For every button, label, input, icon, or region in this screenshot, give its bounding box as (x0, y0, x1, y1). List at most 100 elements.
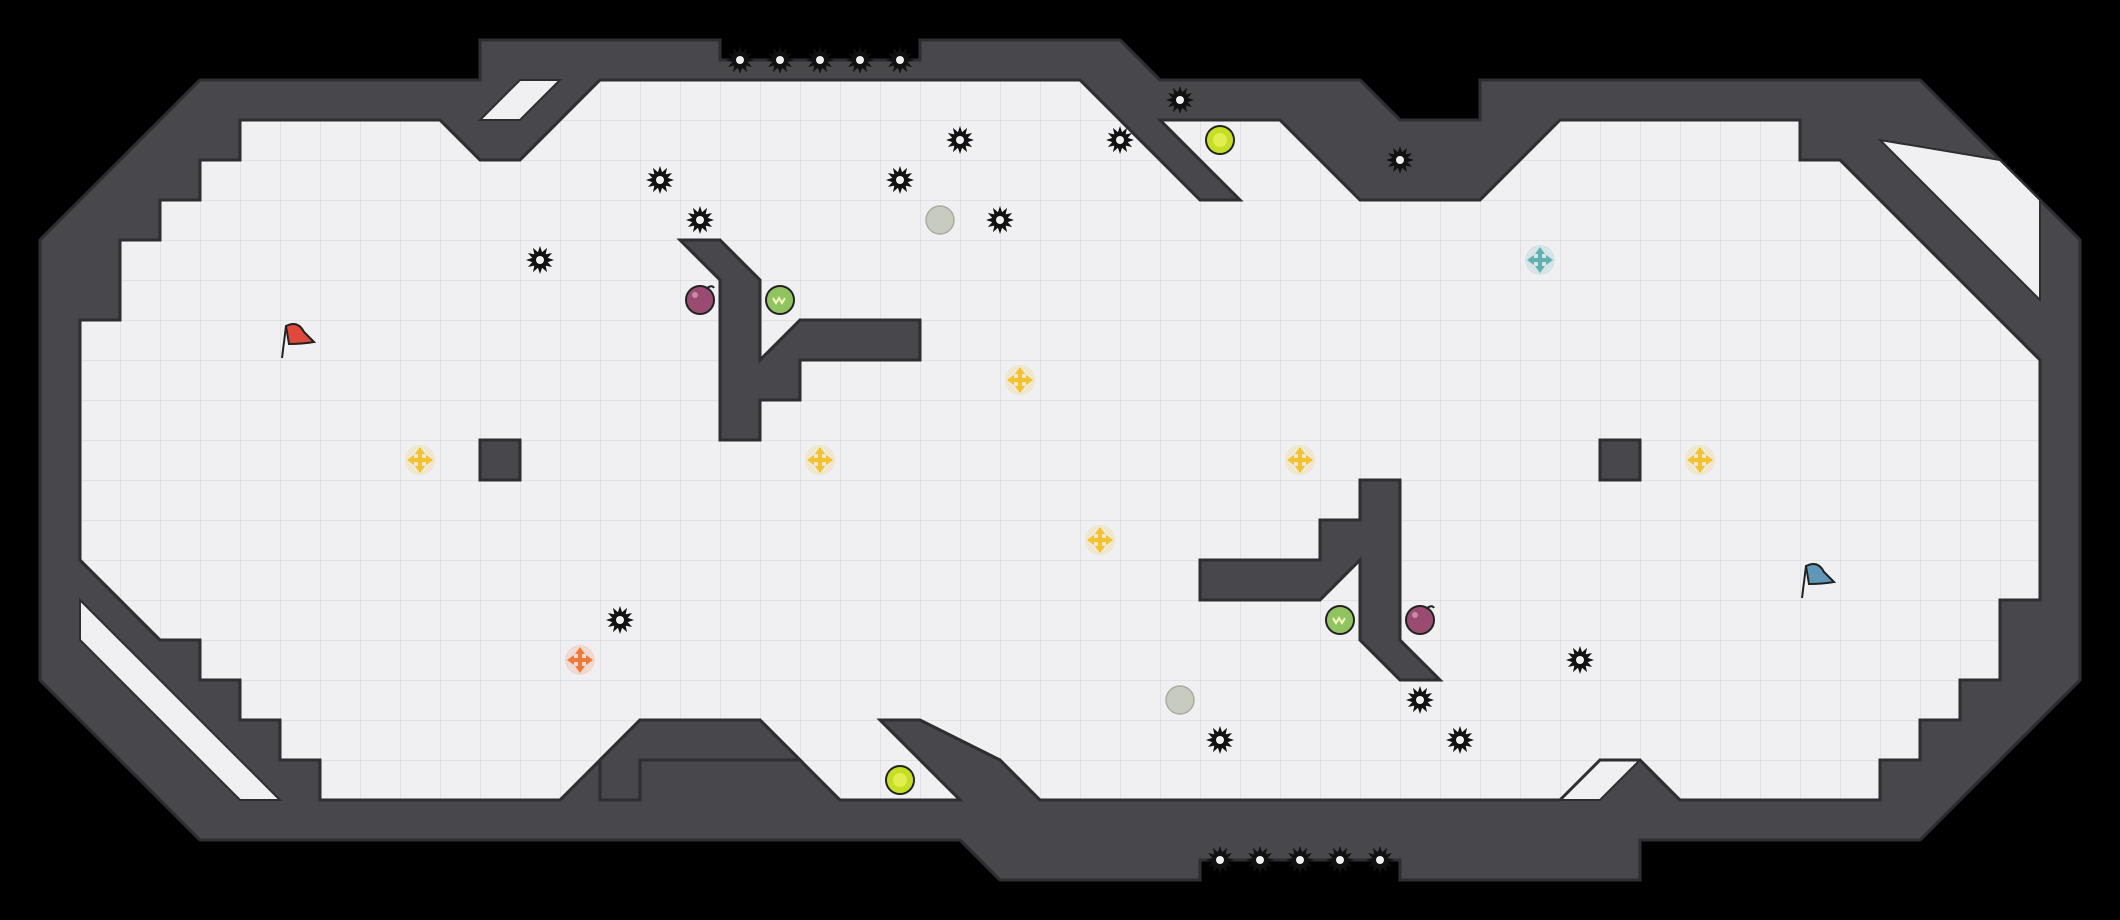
bomb-body (685, 285, 715, 315)
spike-center (1256, 856, 1264, 864)
boost-arrow (1007, 375, 1018, 385)
boost-arrow (582, 655, 593, 665)
spike-center (996, 216, 1004, 224)
corridor-accent-1 (79, 597, 283, 801)
spike-7 (686, 206, 714, 234)
spike-center (736, 56, 744, 64)
bomb-fuse (1425, 605, 1435, 610)
inner-wall-3 (1598, 438, 1642, 482)
bomb-0 (685, 285, 715, 315)
boost-arrow (1015, 367, 1025, 378)
boost-arrow (1015, 382, 1025, 393)
boost-arrow (807, 455, 818, 465)
boost-arrow (415, 462, 425, 473)
powerup-shine (893, 773, 907, 787)
red-flag-icon (281, 323, 317, 359)
bomb-1 (1405, 605, 1435, 635)
flag-cloth (1804, 563, 1837, 586)
spike-center (816, 56, 824, 64)
spike-8 (526, 246, 554, 274)
spike-16 (1566, 646, 1594, 674)
boost-core (577, 657, 583, 663)
powerup-1 (885, 765, 915, 795)
inner-wall-4 (598, 718, 804, 802)
spike-center (616, 616, 624, 624)
boost-arrow (1102, 535, 1113, 545)
boost-arrow (1542, 255, 1553, 265)
spike-11 (1286, 846, 1314, 874)
boost-arrow (1295, 447, 1305, 458)
floor-area (78, 78, 2042, 802)
boost-arrow (1695, 447, 1705, 458)
portal-swirl (772, 296, 786, 305)
boost-arrow (575, 662, 585, 673)
bomb-body (1405, 605, 1435, 635)
boost-arrow (1535, 247, 1545, 258)
spike-1 (766, 46, 794, 74)
boost-arrow (815, 462, 825, 473)
boost-neutral-3 (1285, 445, 1315, 475)
spike-22 (1386, 146, 1414, 174)
spike-center (1176, 96, 1184, 104)
boost-arrow (1535, 262, 1545, 273)
portal-1 (1325, 605, 1355, 635)
portal-swirl (1332, 616, 1346, 625)
boost-neutral-1 (805, 445, 835, 475)
boost-core (417, 457, 423, 463)
inner-wall-0 (676, 238, 922, 442)
bomb-shine (1412, 612, 1418, 618)
spike-17 (1206, 726, 1234, 754)
spike-14 (1406, 686, 1434, 714)
button-0 (925, 205, 955, 235)
portal-0 (765, 285, 795, 315)
boost-arrow (1695, 462, 1705, 473)
boost-arrow (1095, 542, 1105, 553)
corridor-accent-3 (477, 79, 563, 121)
boost-arrow (567, 655, 578, 665)
floor-layer (78, 78, 2042, 802)
boost-arrow (1087, 535, 1098, 545)
boost-core (1297, 457, 1303, 463)
flag-pole (281, 325, 287, 359)
spike-center (1296, 856, 1304, 864)
spike-18 (1106, 126, 1134, 154)
spike-center (1576, 656, 1584, 664)
flag-pole (1801, 565, 1807, 599)
spike-center (896, 176, 904, 184)
spike-19 (946, 126, 974, 154)
spike-5 (646, 166, 674, 194)
spikes-layer (526, 46, 1594, 874)
boost-neutral-2 (1005, 365, 1035, 395)
corridor-accent-0 (1877, 138, 2041, 303)
spike-center (1416, 696, 1424, 704)
bomb-fuse (705, 285, 715, 290)
boost-arrow (1687, 455, 1698, 465)
spike-center (896, 56, 904, 64)
boost-arrow (822, 455, 833, 465)
boost-arrow (815, 447, 825, 458)
boost-core (1017, 377, 1023, 383)
spike-center (1216, 856, 1224, 864)
boost-neutral-0 (405, 445, 435, 475)
spike-6 (886, 166, 914, 194)
spike-center (856, 56, 864, 64)
spike-center (696, 216, 704, 224)
spike-13 (1366, 846, 1394, 874)
inner-wall-1 (1198, 478, 1444, 682)
spike-23 (606, 606, 634, 634)
boost-core (1537, 257, 1543, 263)
items-layer (281, 125, 1837, 795)
spike-center (1376, 856, 1384, 864)
spike-center (776, 56, 784, 64)
boost-neutral-5 (1685, 445, 1715, 475)
spike-0 (726, 46, 754, 74)
boost-arrow (1287, 455, 1298, 465)
boost-arrow (1095, 527, 1105, 538)
inner-walls (478, 238, 1642, 802)
spike-center (1116, 136, 1124, 144)
flag-cloth (284, 323, 317, 346)
boost-arrow (1702, 455, 1713, 465)
powerup-0 (1205, 125, 1235, 155)
boost-arrow (1527, 255, 1538, 265)
spike-center (1456, 736, 1464, 744)
